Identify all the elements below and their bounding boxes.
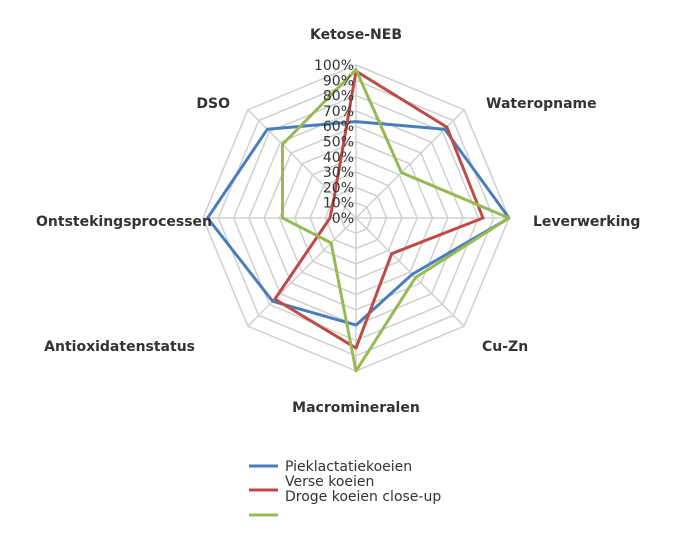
tick-label: 70%	[323, 104, 354, 120]
tick-label: 100%	[314, 58, 354, 74]
tick-label: 50%	[323, 135, 354, 151]
category-label: Macromineralen	[292, 400, 420, 416]
radar-grid	[202, 64, 510, 372]
category-labels: Ketose-NEB WateropnameLeverwerkingCu-ZnMa…	[36, 27, 640, 416]
category-label: Ketose-NEB	[310, 27, 402, 43]
tick-label: 90%	[323, 73, 354, 89]
tick-label: 60%	[323, 119, 354, 135]
grid-spoke	[247, 217, 357, 327]
tick-label: 10%	[323, 196, 354, 212]
tick-label: 40%	[323, 150, 354, 166]
tick-label: 20%	[323, 180, 354, 196]
category-label: Antioxidatenstatus	[44, 339, 195, 355]
category-label: Leverwerking	[533, 214, 640, 230]
tick-labels: 0%10%20%30%40%50%60%70%80%90%100%	[314, 58, 354, 227]
series-group	[206, 68, 511, 373]
grid-spoke	[355, 217, 465, 327]
series-line	[273, 69, 485, 350]
series-line	[206, 120, 511, 327]
category-label: Cu-Zn	[482, 339, 528, 355]
tick-label: 30%	[323, 165, 354, 181]
category-label: Ontstekingsprocessen	[36, 214, 212, 230]
tick-label: 0%	[332, 211, 354, 227]
legend-label: Verse koeien	[285, 474, 374, 490]
grid-spoke	[247, 109, 357, 219]
tick-label: 80%	[323, 89, 354, 105]
category-label: Wateropname	[486, 96, 597, 112]
legend-label: Droge koeien close-up	[285, 489, 441, 505]
series-line	[280, 68, 511, 373]
legend-label: Pieklactatiekoeien	[285, 459, 412, 475]
category-label: DSO	[196, 96, 230, 112]
